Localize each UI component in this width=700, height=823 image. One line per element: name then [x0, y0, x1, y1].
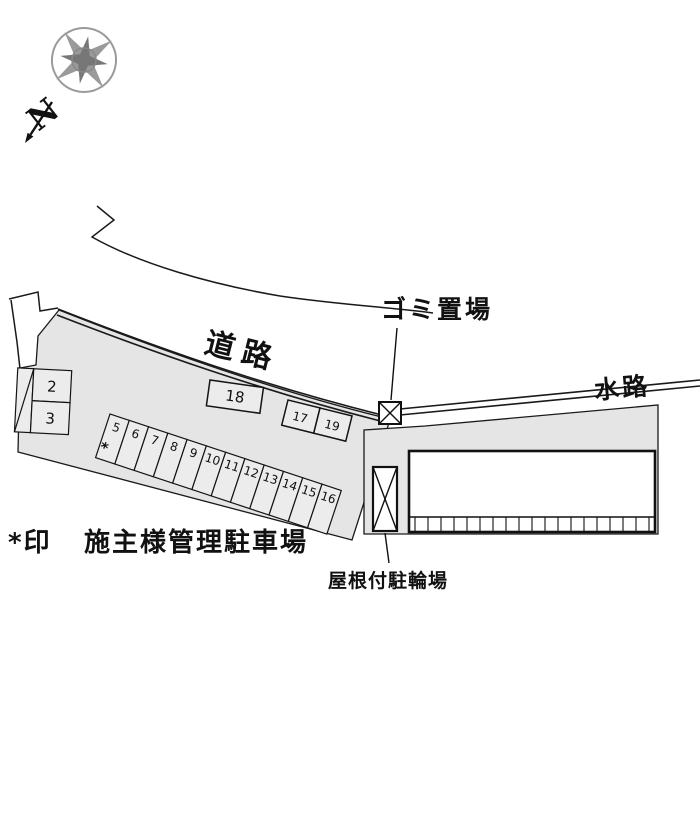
stall-16 [306, 483, 343, 535]
stall-number: 8 [168, 439, 180, 455]
stall-number: 7 [149, 433, 161, 449]
garbage-area-box [378, 401, 402, 425]
stall-number: 16 [319, 489, 338, 507]
north-arrow: N [20, 90, 66, 143]
waterway-label: 水路 [593, 371, 651, 405]
compass-inner-circle [71, 47, 97, 73]
bike-parking-label: 屋根付駐輪場 [328, 569, 448, 592]
bike-parking-box [371, 465, 399, 533]
building [407, 449, 657, 534]
left-boundary-step [8, 291, 59, 312]
stall-number: 11 [222, 457, 241, 475]
north-arrow-head-icon [25, 132, 34, 143]
stall-number: 14 [280, 476, 299, 494]
road-lower-edge-1 [57, 308, 391, 418]
road-lower-edge-2 [56, 314, 389, 424]
stall-number: 12 [242, 463, 261, 481]
stall-row: 5 6 7 8 9 10 11 12 13 14 15 16 * [94, 413, 343, 535]
north-arrow-line [29, 101, 54, 136]
stall-number: 9 [187, 445, 199, 461]
stall-number: 6 [130, 426, 142, 442]
stall-17-19-boxes: 17 19 [280, 399, 353, 443]
stall-18-box: 18 [205, 379, 265, 415]
compass-star-ordinal [60, 36, 108, 84]
stall-18-label: 18 [224, 386, 245, 406]
stall-3 [29, 400, 71, 436]
left-stall-column: 2 3 [13, 367, 73, 436]
stall-2-label: 2 [47, 377, 57, 395]
road-upper-boundary [90, 205, 434, 314]
waterway-lines [399, 379, 700, 416]
stall-number: 13 [261, 470, 280, 488]
stall-19 [312, 407, 353, 443]
stall-number: 10 [203, 450, 222, 468]
bike-parking-leader-line [384, 532, 390, 564]
note-mark: *印 [8, 528, 52, 558]
stall-3-label: 3 [45, 409, 55, 427]
garbage-leader-line [390, 327, 398, 401]
stall-19-label: 19 [323, 417, 341, 434]
garbage-label: ゴミ置場 [381, 295, 493, 324]
note-text: 施主様管理駐車場 [84, 527, 308, 558]
left-boundary-edge [10, 299, 21, 370]
compass-rose-icon [51, 27, 117, 93]
stall-17-label: 17 [291, 409, 309, 426]
building-balcony-hatch [414, 517, 650, 531]
stall-number: 5 [110, 420, 122, 436]
stall-number: 15 [300, 482, 319, 500]
stall-strip-diagonal [13, 368, 35, 432]
